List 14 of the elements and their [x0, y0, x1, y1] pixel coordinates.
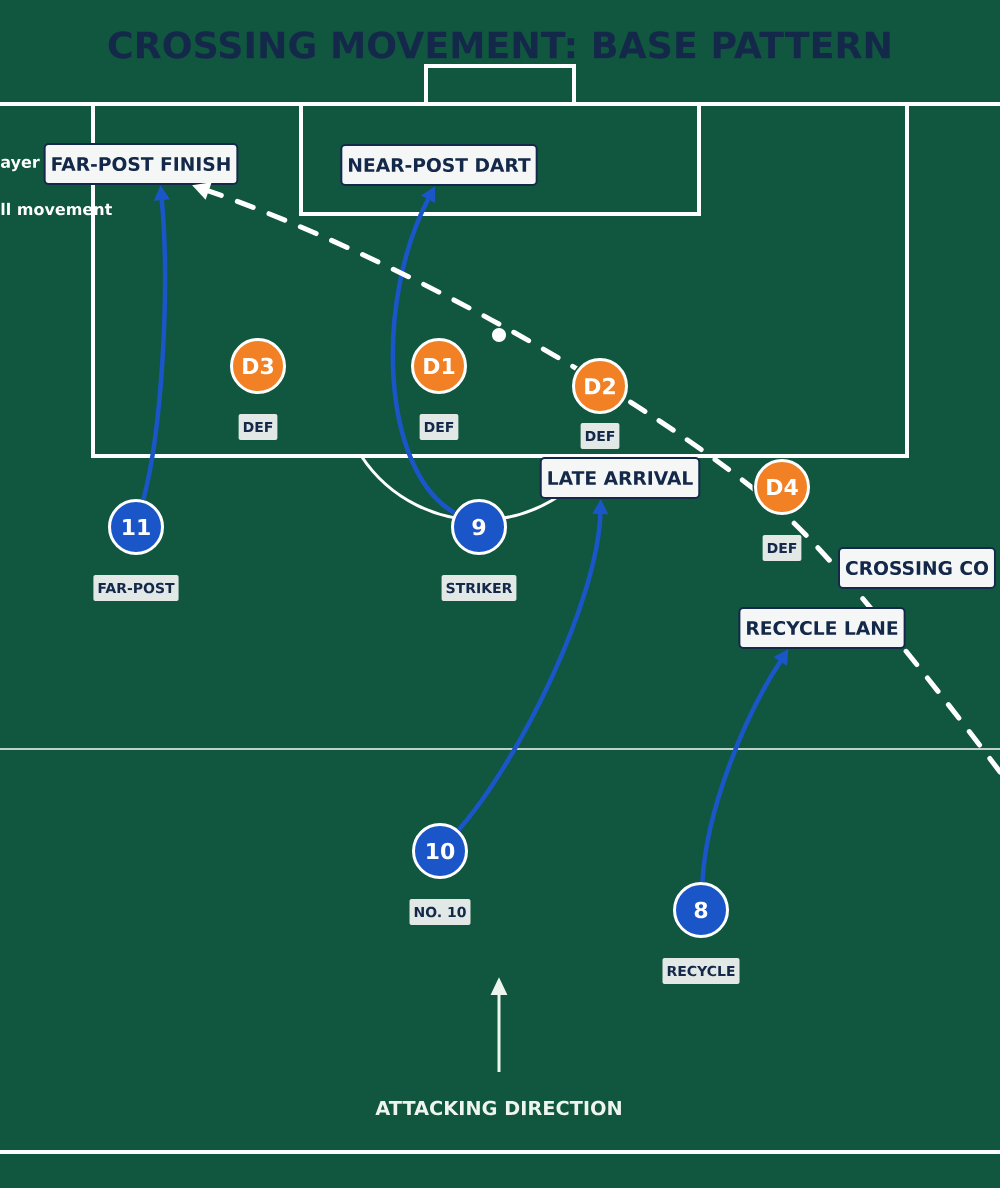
role-tag: FAR-POST [93, 575, 179, 601]
run-label: LATE ARRIVAL [539, 457, 701, 499]
direction-label: ATTACKING DIRECTION [375, 1100, 621, 1116]
run-label: RECYCLE LANE [738, 607, 906, 649]
role-tag: RECYCLE [662, 958, 740, 984]
run-label: FAR-POST FINISH [43, 143, 239, 185]
role-tag: STRIKER [441, 575, 517, 601]
edge-label: CROSSING CO [838, 547, 996, 589]
role-tag: DEF [419, 414, 459, 440]
role-tag: DEF [238, 414, 278, 440]
role-tag: DEF [762, 535, 802, 561]
role-tag: DEF [580, 423, 620, 449]
role-tag: NO. 10 [409, 899, 471, 925]
run-label: NEAR-POST DART [340, 144, 538, 186]
